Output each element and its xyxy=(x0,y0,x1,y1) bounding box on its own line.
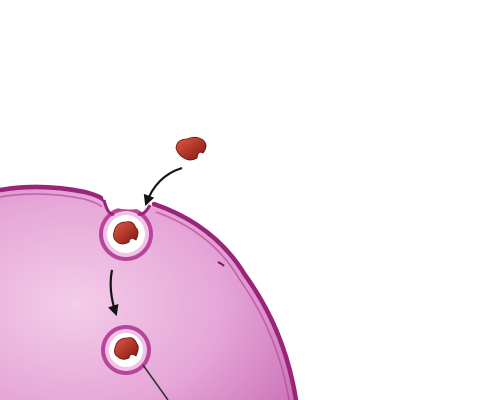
arrow-icon xyxy=(108,269,119,317)
cell-cytoplasm xyxy=(0,186,296,400)
arrow-icon xyxy=(143,166,183,207)
leader-line xyxy=(142,364,169,400)
extracellular-particle xyxy=(175,136,207,161)
plasma-membrane xyxy=(0,184,299,400)
particle-in-vesicle xyxy=(114,337,139,360)
plasma-membrane-inner xyxy=(0,193,290,400)
membrane-mark xyxy=(217,261,225,267)
particle-in-pit xyxy=(113,221,139,245)
